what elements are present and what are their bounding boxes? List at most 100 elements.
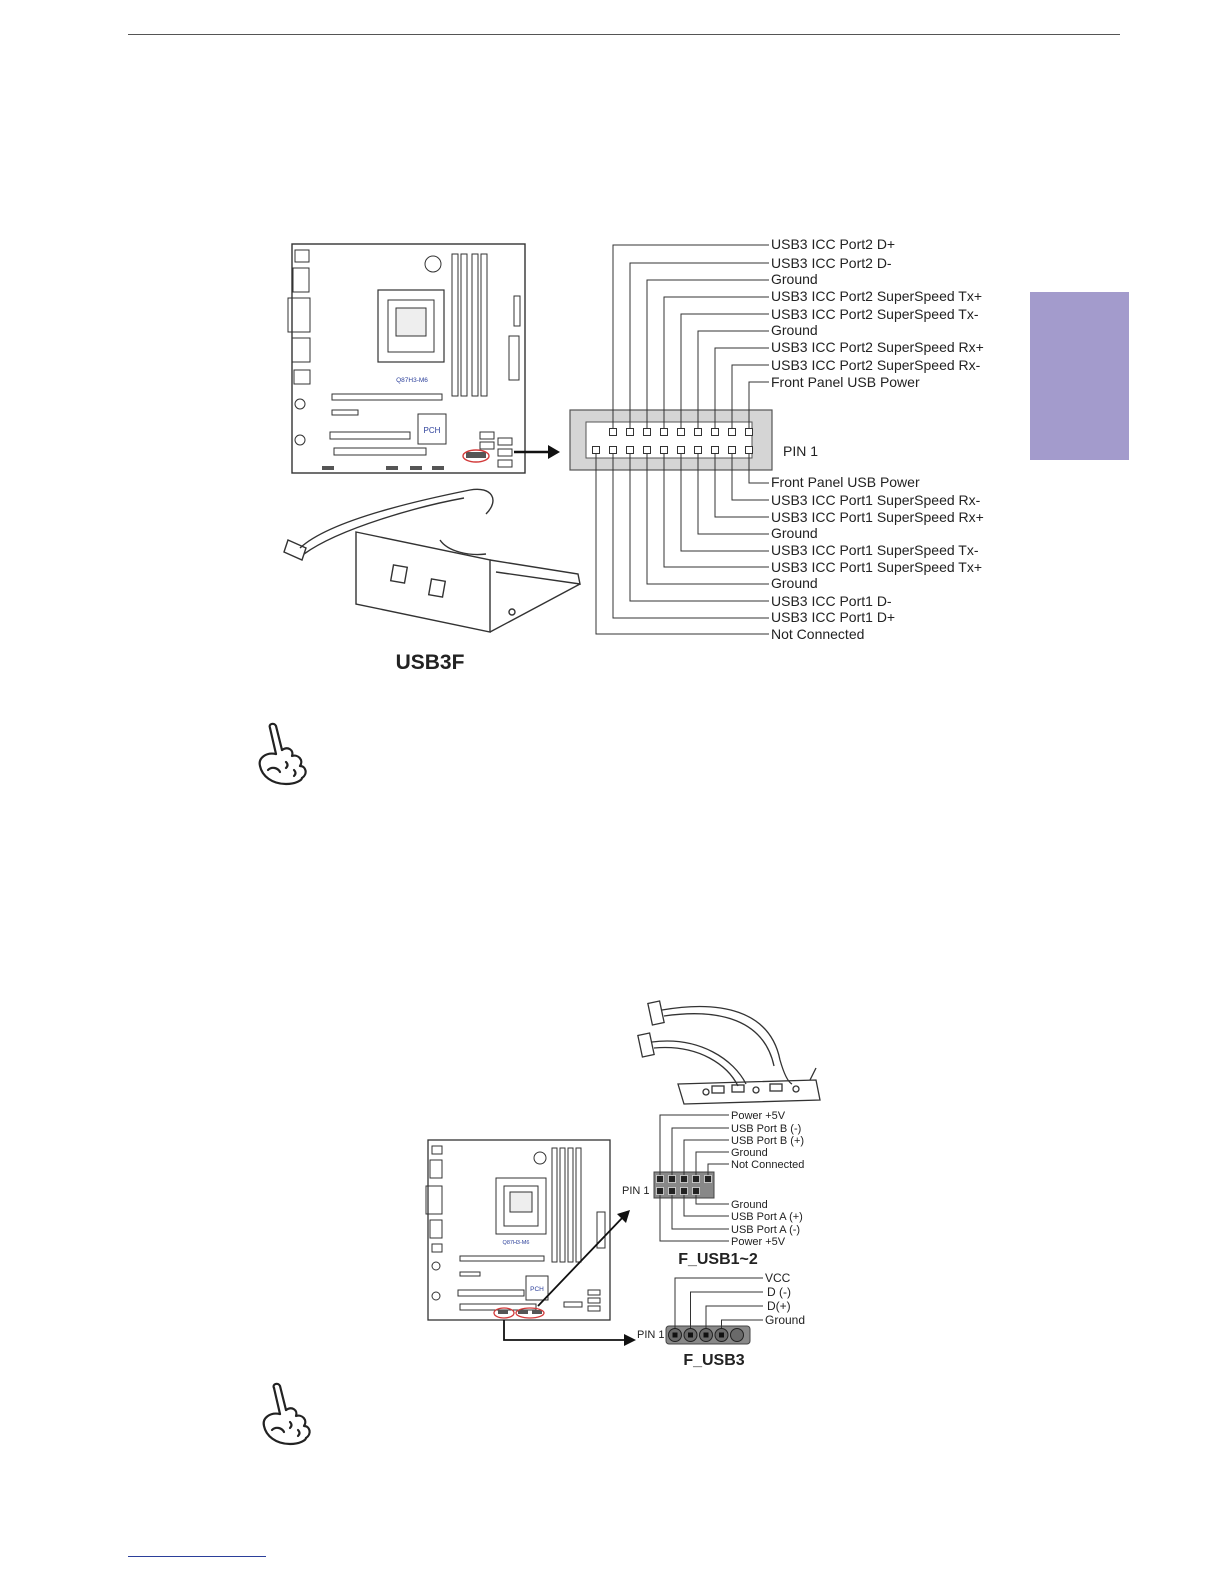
usb3f-leader bbox=[629, 262, 769, 428]
usb3f-bottom-label: USB3 ICC Port1 SuperSpeed Rx+ bbox=[771, 509, 984, 525]
fusb12-pin bbox=[704, 1175, 712, 1183]
board-model-label-2: Q87H3-M6 bbox=[503, 1240, 530, 1246]
usb3f-pin bbox=[643, 428, 651, 436]
fusb12-leader bbox=[659, 1195, 729, 1242]
fusb3-label: D (-) bbox=[767, 1285, 791, 1299]
fusb3-connector bbox=[665, 1325, 751, 1345]
fusb12-leader bbox=[695, 1195, 729, 1205]
fusb12-caption: F_USB1~2 bbox=[678, 1251, 758, 1268]
usb3f-pin bbox=[711, 446, 719, 454]
fusb12-leader bbox=[695, 1151, 729, 1175]
usb3f-bottom-label: Ground bbox=[771, 525, 818, 541]
fusb12-top-labels: Power +5V USB Port B (-) USB Port B (+) … bbox=[731, 1110, 804, 1171]
usb3f-pin bbox=[626, 428, 634, 436]
usb3-front-bracket bbox=[283, 488, 581, 633]
usb3f-pin bbox=[626, 446, 634, 454]
usb3f-pin bbox=[694, 446, 702, 454]
fusb3-pin bbox=[730, 1328, 744, 1342]
usb3f-bottom-label: Front Panel USB Power bbox=[771, 474, 920, 490]
usb3f-bottom-label: Ground bbox=[771, 575, 818, 591]
usb3f-leader bbox=[714, 347, 769, 428]
usb3f-header-highlight bbox=[462, 449, 490, 463]
usb3f-leader bbox=[680, 313, 769, 428]
pointer-arrow-3 bbox=[503, 1320, 628, 1341]
fusb12-bottom-labels: Ground USB Port A (+) USB Port A (-) Pow… bbox=[731, 1199, 803, 1248]
usb3f-leader bbox=[714, 454, 769, 518]
motherboard-diagram-2: PCH Q87H3-M6 bbox=[425, 1139, 611, 1321]
usb3f-bottom-label: Not Connected bbox=[771, 626, 864, 642]
motherboard-diagram-1: PCH Q87H3-M6 bbox=[287, 243, 526, 474]
fusb12-bottom-label: USB Port A (+) bbox=[731, 1211, 803, 1223]
fusb12-pin bbox=[692, 1175, 700, 1183]
fusb3-label: D(+) bbox=[767, 1299, 791, 1313]
fusb3-label: Ground bbox=[765, 1313, 805, 1327]
fusb12-top-label: Ground bbox=[731, 1147, 768, 1159]
usb3f-leader bbox=[731, 364, 769, 428]
usb3f-bottom-label: USB3 ICC Port1 D- bbox=[771, 593, 892, 609]
fusb12-leader-lines bbox=[659, 1114, 729, 1242]
usb3f-pin bbox=[728, 446, 736, 454]
fusb12-pin bbox=[680, 1187, 688, 1195]
fusb3-leader bbox=[674, 1277, 763, 1328]
usb3f-pin bbox=[660, 446, 668, 454]
fusb3-pin-center bbox=[719, 1332, 724, 1338]
fusb3-pin-center bbox=[672, 1332, 678, 1338]
usb3f-top-label: USB3 ICC Port2 SuperSpeed Tx+ bbox=[771, 288, 982, 304]
usb3f-pin bbox=[609, 446, 617, 454]
fusb3-pin1-label: PIN 1 bbox=[637, 1329, 665, 1341]
fusb12-top-label: USB Port B (+) bbox=[731, 1135, 804, 1147]
fusb12-leader bbox=[683, 1195, 729, 1217]
usb3f-leader bbox=[612, 454, 769, 619]
usb3f-top-label: Front Panel USB Power bbox=[771, 374, 920, 390]
fusb3-header-highlight bbox=[493, 1307, 515, 1319]
usb3f-bottom-label: USB3 ICC Port1 SuperSpeed Rx- bbox=[771, 492, 981, 508]
usb3f-pin bbox=[660, 428, 668, 436]
usb3f-leader bbox=[646, 454, 769, 585]
fusb3-labels: VCC D (-) D(+) Ground bbox=[765, 1271, 805, 1327]
fusb12-leader bbox=[707, 1163, 729, 1175]
fusb3-pin-center bbox=[688, 1332, 693, 1338]
fusb12-bottom-label: USB Port A (-) bbox=[731, 1224, 800, 1236]
usb3f-connector bbox=[569, 409, 773, 471]
usb3f-caption: USB3F bbox=[396, 651, 465, 674]
fusb12-pin1-label: PIN 1 bbox=[622, 1185, 650, 1197]
fusb12-bottom-label: Ground bbox=[731, 1199, 768, 1211]
board-model-label-1: Q87H3-M6 bbox=[396, 377, 428, 384]
fusb12-pin bbox=[668, 1175, 676, 1183]
usb3f-leader bbox=[646, 279, 769, 428]
usb3f-pin bbox=[592, 446, 600, 454]
fusb12-pin bbox=[692, 1187, 700, 1195]
pch-label-1: PCH bbox=[424, 426, 441, 435]
chapter-side-tab bbox=[1030, 292, 1129, 460]
usb3f-pin bbox=[643, 446, 651, 454]
usb3f-top-labels: USB3 ICC Port2 D+ USB3 ICC Port2 D- Grou… bbox=[771, 236, 984, 390]
usb3f-leader bbox=[748, 381, 769, 428]
usb3f-top-label: USB3 ICC Port2 SuperSpeed Rx- bbox=[771, 357, 981, 373]
usb3f-pin bbox=[677, 428, 685, 436]
pointing-hand-icon bbox=[262, 1382, 311, 1446]
usb3f-bottom-labels: Front Panel USB Power USB3 ICC Port1 Sup… bbox=[771, 474, 984, 642]
fusb12-top-label: Not Connected bbox=[731, 1159, 804, 1171]
usb3f-leader bbox=[663, 454, 769, 568]
usb3f-top-label: USB3 ICC Port2 D- bbox=[771, 255, 892, 271]
fusb12-pin bbox=[668, 1187, 676, 1195]
fusb3-pins bbox=[668, 1328, 744, 1342]
fusb12-pins bbox=[656, 1175, 712, 1195]
usb3f-pin bbox=[711, 428, 719, 436]
fusb12-leader bbox=[671, 1127, 729, 1175]
usb-cable-bracket bbox=[637, 1000, 821, 1105]
usb3f-pin bbox=[745, 428, 753, 436]
pointer-arrow-2 bbox=[537, 1215, 625, 1307]
fusb12-leader bbox=[659, 1114, 729, 1175]
usb3f-leader bbox=[697, 330, 769, 428]
fusb12-pin bbox=[656, 1187, 664, 1195]
usb3f-pin bbox=[609, 428, 617, 436]
fusb3-pin-center bbox=[703, 1332, 709, 1338]
fusb3-leader-lines bbox=[674, 1277, 763, 1328]
usb3f-bottom-label: USB3 ICC Port1 SuperSpeed Tx- bbox=[771, 542, 979, 558]
usb3f-pin bbox=[745, 446, 753, 454]
header-rule bbox=[128, 34, 1120, 35]
fusb12-pin bbox=[656, 1175, 664, 1183]
usb3f-pin bbox=[677, 446, 685, 454]
usb3f-leader bbox=[595, 454, 769, 635]
